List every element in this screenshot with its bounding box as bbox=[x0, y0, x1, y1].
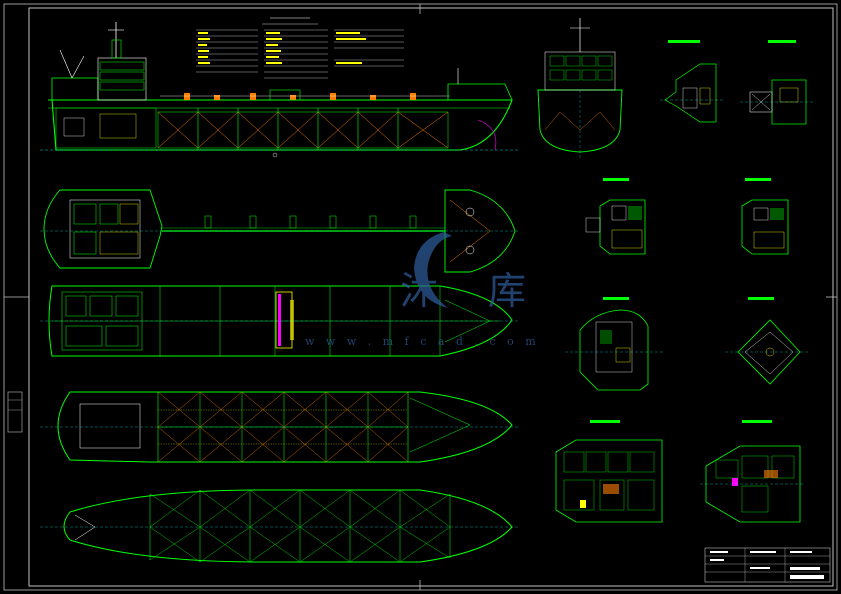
binding-strip bbox=[7, 391, 23, 433]
principal-particulars-table bbox=[196, 17, 404, 79]
profile-view bbox=[40, 22, 520, 158]
detail-view-1 bbox=[660, 40, 725, 123]
front-elevation-view bbox=[537, 18, 623, 160]
detail-view-6 bbox=[725, 297, 810, 385]
watermark-char-3: 库 bbox=[488, 269, 526, 313]
detail-view-3 bbox=[585, 178, 646, 255]
detail-view-4 bbox=[741, 178, 789, 255]
tank-top-plan bbox=[40, 391, 520, 463]
double-bottom-plan bbox=[40, 489, 520, 563]
detail-view-5 bbox=[565, 297, 665, 391]
detail-view-7 bbox=[555, 420, 663, 523]
title-block bbox=[704, 547, 831, 583]
main-deck-plan bbox=[40, 285, 520, 357]
upper-deck-plan bbox=[40, 189, 520, 273]
detail-view-8 bbox=[700, 420, 805, 523]
detail-view-2 bbox=[740, 40, 815, 125]
watermark-logo: 沐 库 w w w . m f c a d . c o m bbox=[305, 232, 540, 348]
watermark-char-1: 沐 bbox=[400, 269, 438, 313]
watermark-url: w w w . m f c a d . c o m bbox=[305, 335, 540, 348]
